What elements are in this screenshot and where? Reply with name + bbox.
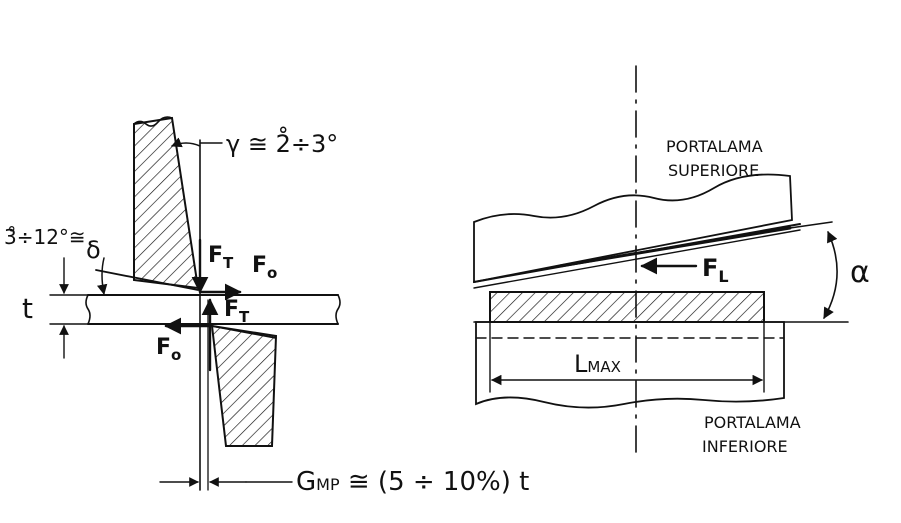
upper-blade-relief bbox=[95, 269, 199, 291]
upper-holder bbox=[473, 173, 793, 284]
gap-sub: MP bbox=[316, 475, 340, 494]
gap-formula: ≅ (5 ÷ 10%) t bbox=[340, 467, 530, 497]
force-ft-lower-sub: T bbox=[239, 308, 250, 326]
force-fo-lower-label: Fo bbox=[156, 335, 181, 364]
gap-letter: G bbox=[296, 467, 316, 497]
force-fo-lower-letter: F bbox=[156, 335, 171, 360]
right-shear-view bbox=[473, 65, 849, 453]
force-fo-lower-sub: o bbox=[171, 346, 181, 364]
force-fl-letter: F bbox=[702, 254, 718, 282]
force-fo-upper-label: Fo bbox=[252, 253, 277, 282]
force-fl-sub: L bbox=[718, 267, 728, 286]
upper-blade-break bbox=[133, 116, 173, 127]
force-fo-upper-letter: F bbox=[252, 253, 267, 278]
upper-holder-label-1: PORTALAMA bbox=[666, 137, 763, 156]
alpha-incline-line bbox=[789, 221, 833, 229]
delta-arc bbox=[97, 257, 108, 296]
gamma-label: γ ≅ 2̊÷3° bbox=[226, 126, 338, 158]
right-labels: PORTALAMA SUPERIORE PORTALAMA INFERIORE … bbox=[574, 137, 870, 456]
lower-blade-relief bbox=[211, 325, 277, 339]
gamma-arc bbox=[171, 137, 201, 148]
force-fl-label: FL bbox=[702, 254, 729, 286]
sheet-left-break bbox=[85, 294, 91, 325]
alpha-label: α bbox=[850, 255, 870, 290]
gap-formula-label: GMP ≅ (5 ÷ 10%) t bbox=[296, 467, 529, 497]
delta-symbol: δ bbox=[86, 236, 101, 264]
thickness-label: t bbox=[22, 292, 33, 325]
left-blade-detail bbox=[49, 116, 341, 491]
force-ft-upper-sub: T bbox=[223, 254, 234, 272]
sheet-right-break bbox=[335, 294, 341, 325]
upper-blade-edge-2 bbox=[473, 229, 801, 289]
force-fo-upper-sub: o bbox=[267, 264, 277, 282]
lmax-label: LMAX bbox=[574, 350, 621, 378]
left-labels: γ ≅ 2̊÷3° 3̊÷12°≅ δ t FT Fo FT Fo GMP ≅ … bbox=[4, 126, 529, 497]
force-ft-upper-label: FT bbox=[208, 243, 234, 272]
upper-holder-label-2: SUPERIORE bbox=[668, 161, 759, 180]
lower-holder-label-1: PORTALAMA bbox=[704, 413, 801, 432]
lmax-letter: L bbox=[574, 350, 588, 378]
upper-blade-edge-shade bbox=[558, 226, 792, 268]
force-ft-lower-label: FT bbox=[224, 297, 250, 326]
delta-range-label: 3̊÷12°≅ bbox=[4, 225, 86, 249]
alpha-arc bbox=[823, 230, 838, 319]
lmax-sub: MAX bbox=[587, 358, 620, 376]
lower-holder-label-2: INFERIORE bbox=[702, 437, 788, 456]
force-ft-upper-letter: F bbox=[208, 243, 223, 268]
lower-holder bbox=[475, 321, 785, 409]
lower-blade bbox=[210, 324, 278, 447]
force-ft-lower-letter: F bbox=[224, 297, 239, 322]
sheet-strip bbox=[489, 291, 765, 323]
